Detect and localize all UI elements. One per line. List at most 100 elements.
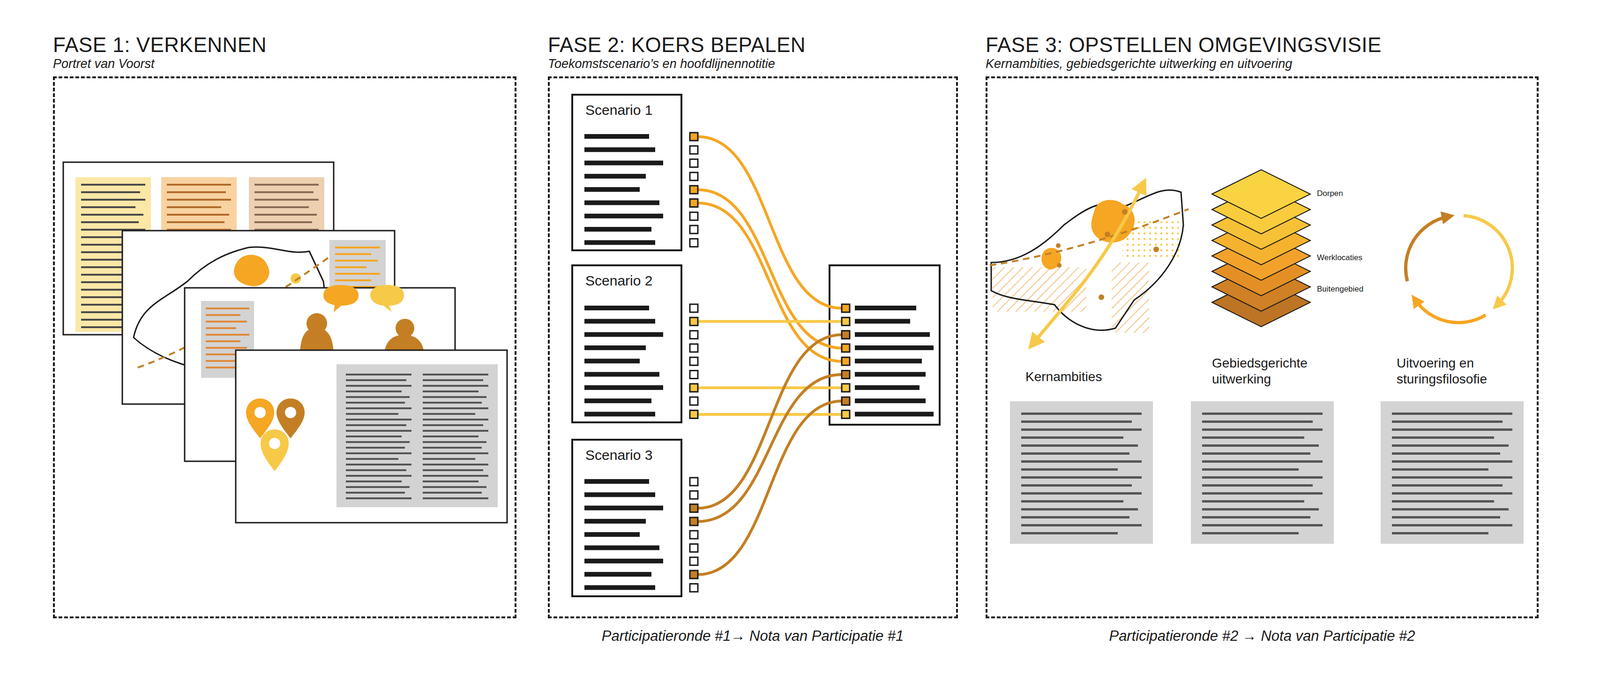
text-bar [584, 571, 652, 577]
link-curve [697, 401, 842, 575]
text-line [254, 183, 319, 186]
text-bar [584, 492, 656, 497]
text-line [345, 396, 410, 398]
text-bar [584, 160, 664, 166]
text-line [1021, 492, 1142, 495]
text-line [1202, 444, 1319, 447]
text-line [166, 183, 232, 186]
text-line [1021, 436, 1124, 439]
text-line [205, 327, 237, 329]
text-line [422, 379, 484, 382]
text-line [1391, 515, 1501, 519]
text-bar [584, 358, 640, 364]
checkbox [689, 343, 698, 352]
text-line [422, 463, 489, 466]
checkbox [689, 145, 698, 154]
text-line [1202, 531, 1299, 535]
text-bar [584, 531, 640, 537]
text-line [345, 480, 402, 483]
text-line [345, 463, 412, 466]
text-line [335, 246, 381, 249]
text-line [1021, 412, 1142, 415]
text-bar [584, 332, 664, 337]
text-line [1202, 436, 1305, 439]
text-bar [854, 398, 926, 404]
text-line [1021, 428, 1142, 431]
phase-title: FASE 1: VERKENNEN [52, 33, 267, 57]
text-line [345, 429, 412, 432]
layer-stack [1211, 169, 1311, 327]
text-line [1391, 420, 1503, 423]
text-bar [584, 186, 640, 192]
text-line [1202, 412, 1323, 415]
text-line [345, 452, 412, 455]
text-bar [854, 345, 934, 351]
text-line [422, 401, 482, 404]
text-line [205, 333, 250, 336]
text-line [1391, 436, 1495, 439]
participation-caption: Participatieronde #2 → Nota van Particip… [1108, 627, 1415, 645]
checkbox [841, 343, 850, 352]
text-line [1021, 476, 1142, 479]
section-label: Gebiedsgerichte uitwerking [1211, 355, 1334, 387]
text-bar [854, 332, 930, 337]
text-line [422, 469, 484, 472]
text-line [166, 191, 226, 194]
text-bar [584, 173, 646, 179]
checkbox [689, 477, 698, 486]
phase-subtitle: Toekomstscenario’s en hoofdlijnennotitie [547, 56, 776, 72]
text-block [1009, 401, 1153, 544]
text-line [1391, 523, 1513, 527]
text-bar [584, 213, 664, 219]
link-curve [697, 320, 842, 323]
checkbox [689, 317, 698, 326]
link-curve [697, 374, 842, 522]
text-bar [584, 398, 652, 404]
checkbox [689, 330, 698, 339]
text-line [345, 407, 412, 410]
checkbox [841, 317, 850, 326]
text-bar [854, 358, 922, 364]
checkbox [841, 304, 850, 313]
scenario-title: Scenario 1 [573, 95, 681, 119]
text-line [422, 435, 479, 438]
phase-title: FASE 3: OPSTELLEN OMGEVINGSVISIE [985, 33, 1382, 57]
text-line [1391, 460, 1513, 463]
text-line [345, 441, 410, 443]
scenario-box: Scenario 1 [571, 93, 683, 252]
text-line [1391, 484, 1503, 487]
checkbox [689, 172, 698, 181]
text-line [1391, 452, 1501, 455]
text-line [345, 435, 402, 438]
text-line [166, 198, 232, 201]
text-line [205, 346, 247, 349]
text-bar [854, 411, 934, 417]
text-line [254, 213, 317, 216]
text-line [1391, 444, 1509, 447]
text-line [1202, 484, 1313, 487]
text-line [1202, 452, 1311, 455]
text-block [1190, 401, 1334, 544]
text-line [422, 485, 487, 488]
text-bar [854, 318, 911, 324]
text-bar [854, 305, 917, 311]
phase-title: FASE 2: KOERS BEPALEN [547, 33, 806, 57]
text-line [1202, 515, 1311, 519]
text-line [345, 412, 399, 415]
layer-label: Werklocaties [1316, 253, 1363, 263]
phase-subtitle: Portret van Voorst [52, 56, 155, 72]
text-line [1202, 523, 1323, 527]
checkbox [841, 330, 850, 339]
text-line [422, 412, 476, 415]
checkbox [689, 132, 698, 141]
text-line [345, 418, 412, 421]
text-line [422, 480, 479, 483]
text-bar [584, 134, 650, 139]
text-line [345, 384, 412, 387]
text-line [254, 221, 313, 224]
text-line [422, 474, 489, 477]
text-line [205, 314, 241, 316]
text-line [205, 353, 237, 356]
